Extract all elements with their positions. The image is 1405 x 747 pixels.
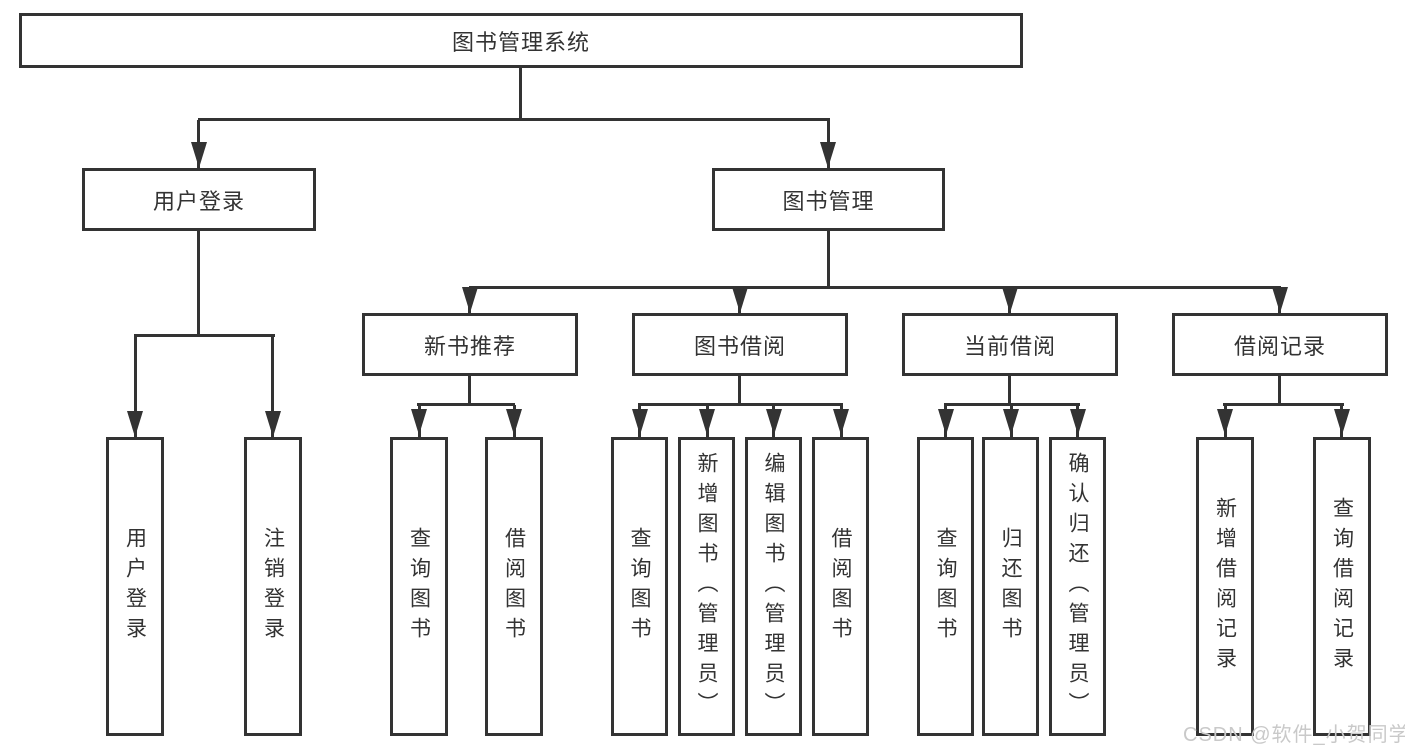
arrowhead-borrow-edit <box>766 409 782 435</box>
node-label: 图书借阅 <box>693 333 786 359</box>
connector-current-horizontal <box>944 403 1080 406</box>
leaf-label: 新增图书（管理员） <box>695 451 718 722</box>
node-current-borrow: 当前借阅 <box>902 313 1118 376</box>
arrowhead-leaf-user-login <box>127 411 143 437</box>
node-user-login: 用户登录 <box>82 168 316 231</box>
leaf-label: 查询图书 <box>407 526 431 647</box>
connector-recommend-vertical <box>468 376 471 405</box>
arrowhead-borrow-add <box>699 409 715 435</box>
leaf-recommend-query-books: 查询图书 <box>390 437 448 736</box>
node-label: 借阅记录 <box>1233 333 1326 359</box>
leaf-current-return-books: 归还图书 <box>982 437 1039 736</box>
arrowhead-records-query <box>1334 409 1350 435</box>
connector-stub-leaf-logout <box>271 336 274 437</box>
connector-root-vertical <box>519 68 522 120</box>
connector-stub-leaf-user-login <box>134 336 137 437</box>
arrowhead-records-add <box>1217 409 1233 435</box>
leaf-borrow-edit-books-admin: 编辑图书（管理员） <box>745 437 802 736</box>
leaf-label: 注销登录 <box>261 526 285 647</box>
arrowhead-recommend <box>462 287 478 313</box>
leaf-label: 借阅图书 <box>502 526 526 647</box>
leaf-label: 新增借阅记录 <box>1213 496 1237 677</box>
csdn-watermark: CSDN @软件_小贺同学 <box>1183 724 1405 746</box>
leaf-label: 用户登录 <box>123 526 147 647</box>
node-label: 用户登录 <box>152 188 245 214</box>
arrowhead-records <box>1272 287 1288 313</box>
arrowhead-borrow <box>732 287 748 313</box>
leaf-borrow-borrow-books: 借阅图书 <box>812 437 869 736</box>
connector-user-login-vertical <box>197 231 200 336</box>
connector-borrow-vertical <box>738 376 741 405</box>
leaf-records-query-record: 查询借阅记录 <box>1313 437 1371 736</box>
leaf-records-add-record: 新增借阅记录 <box>1196 437 1254 736</box>
arrowhead-current-confirm <box>1070 409 1086 435</box>
leaf-label: 查询图书 <box>628 526 651 647</box>
arrowhead-user-login <box>191 142 207 168</box>
connector-user-login-horizontal <box>134 334 275 337</box>
node-book-management: 图书管理 <box>712 168 945 231</box>
arrowhead-current-return <box>1003 409 1019 435</box>
connector-recommend-horizontal <box>417 403 515 406</box>
arrowhead-recommend-borrow <box>506 409 522 435</box>
connector-current-vertical <box>1008 376 1011 405</box>
node-label: 当前借阅 <box>963 333 1056 359</box>
connector-records-vertical <box>1278 376 1281 405</box>
arrowhead-leaf-logout <box>265 411 281 437</box>
arrowhead-book-management <box>820 142 836 168</box>
leaf-label: 查询图书 <box>934 526 957 647</box>
connector-level2-horizontal <box>469 286 1281 289</box>
arrowhead-current-query <box>938 409 954 435</box>
node-label: 新书推荐 <box>423 333 516 359</box>
connector-borrow-horizontal <box>638 403 843 406</box>
leaf-borrow-query-books: 查询图书 <box>611 437 668 736</box>
connector-book-management-vertical <box>827 231 830 288</box>
node-borrow-records: 借阅记录 <box>1172 313 1388 376</box>
arrowhead-recommend-query <box>411 409 427 435</box>
leaf-label: 查询借阅记录 <box>1330 496 1354 677</box>
leaf-user-login: 用户登录 <box>106 437 164 736</box>
arrowhead-borrow-borrow <box>833 409 849 435</box>
leaf-current-query-books: 查询图书 <box>917 437 974 736</box>
leaf-label: 归还图书 <box>999 526 1022 647</box>
leaf-label: 编辑图书（管理员） <box>762 451 785 722</box>
arrowhead-current <box>1002 287 1018 313</box>
leaf-logout: 注销登录 <box>244 437 302 736</box>
node-root-library-management-system: 图书管理系统 <box>19 13 1023 68</box>
node-new-book-recommend: 新书推荐 <box>362 313 578 376</box>
leaf-label: 借阅图书 <box>829 526 852 647</box>
leaf-borrow-add-books-admin: 新增图书（管理员） <box>678 437 735 736</box>
leaf-recommend-borrow-books: 借阅图书 <box>485 437 543 736</box>
connector-level1-horizontal <box>198 118 830 121</box>
node-label: 图书管理 <box>782 188 875 214</box>
leaf-label: 确认归还（管理员） <box>1066 451 1089 722</box>
arrowhead-borrow-query <box>632 409 648 435</box>
leaf-current-confirm-return-admin: 确认归还（管理员） <box>1049 437 1106 736</box>
node-book-borrow: 图书借阅 <box>632 313 848 376</box>
connector-records-horizontal <box>1223 403 1344 406</box>
node-label: 图书管理系统 <box>451 29 590 55</box>
